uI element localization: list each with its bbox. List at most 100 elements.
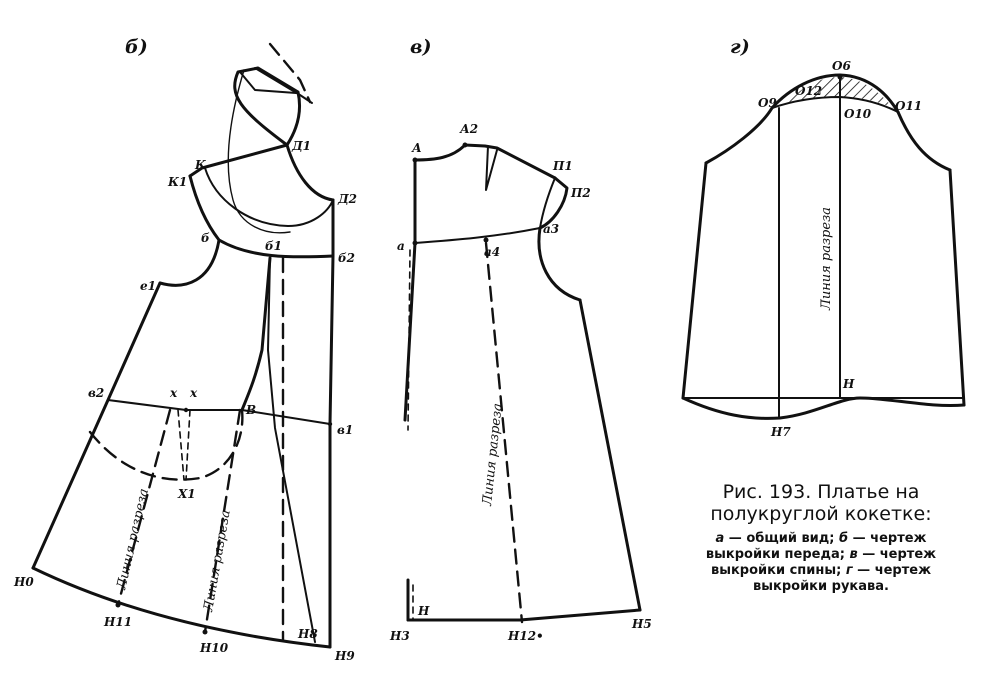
front-yoke-armhole — [188, 174, 221, 242]
figure-caption: Рис. 193. Платье на полукруглой кокетке:… — [676, 481, 966, 595]
label-o6: О6 — [832, 59, 851, 73]
label-a3: а3 — [543, 222, 559, 236]
legend-key-g: г — [845, 563, 853, 578]
caption-title-1: Рис. 193. Платье на — [722, 481, 920, 503]
back-neckline — [413, 143, 467, 162]
label-o9: О9 — [758, 96, 777, 110]
back-cut-line — [484, 241, 524, 624]
caption-legend-line-2: выкройки переда; в — чертеж — [676, 547, 966, 563]
back-pattern — [403, 142, 642, 624]
legend-key-a: а — [715, 531, 725, 546]
back-shoulder — [463, 143, 557, 180]
front-pattern — [31, 42, 335, 649]
panel-label-v: в) — [410, 36, 431, 58]
front-hem — [31, 566, 332, 649]
label-h12: Н12• — [507, 629, 544, 643]
front-collar — [233, 66, 302, 147]
label-h7: Н7 — [770, 425, 791, 439]
label-o12: О12 — [795, 84, 822, 98]
sleeve-left-seam — [681, 161, 708, 400]
label-b2: б2 — [338, 251, 355, 265]
point-a-lower — [412, 240, 418, 246]
front-neckline — [285, 143, 335, 202]
back-yoke-inner — [539, 177, 556, 229]
back-center-line — [403, 241, 417, 422]
label-x1: Х1 — [177, 487, 196, 501]
front-collar-dash — [268, 42, 312, 104]
back-cut-line-label: Линия разреза — [480, 402, 506, 507]
label-p2: П2 — [570, 186, 591, 200]
point-a2 — [462, 142, 468, 148]
sleeve-cap-left — [704, 106, 774, 165]
legend-text-a: — общий вид; — [724, 531, 840, 546]
legend-text-b: — чертеж — [848, 531, 927, 546]
legend-key-v: в — [849, 547, 858, 562]
label-h-back: Н — [417, 604, 430, 618]
front-shoulder — [188, 143, 289, 178]
label-d2: Д2 — [337, 192, 357, 206]
front-center-inner — [267, 257, 316, 643]
panel-label-g: г) — [730, 36, 750, 58]
back-labels: в) А А2 П1 П2 а а4 а3 Н Н3 Н12• Н5 Линия… — [389, 36, 652, 643]
back-shoulder-dart — [485, 145, 498, 191]
point-v1 — [327, 421, 333, 427]
label-d1: Д1 — [291, 139, 311, 153]
front-dart-leg-right — [185, 409, 191, 481]
point-o6 — [837, 74, 843, 80]
label-x-left: х — [169, 386, 178, 400]
label-h0: Н0 — [13, 575, 34, 589]
caption-legend-line-1: а — общий вид; б — чертеж — [676, 531, 966, 547]
label-v-bust: В — [245, 403, 256, 417]
point-h10 — [202, 629, 208, 635]
legend-text-g: — чертеж — [852, 563, 932, 578]
back-yoke-armhole — [538, 176, 569, 230]
caption-legend: а — общий вид; б — чертеж выкройки перед… — [676, 531, 966, 595]
front-cut-line-label-1: Линия разреза — [114, 487, 152, 592]
legend-text-v: — чертеж — [857, 547, 937, 562]
front-armhole-lower — [158, 238, 221, 287]
label-a-lower: а — [397, 239, 405, 253]
label-o11: О11 — [895, 99, 922, 113]
point-h11 — [115, 602, 121, 608]
label-h8: Н8 — [297, 627, 318, 641]
back-center-dash — [407, 249, 411, 431]
label-h11: Н11 — [103, 615, 132, 629]
label-p1: П1 — [552, 159, 573, 173]
sleeve-cut-line-label: Линия разреза — [819, 207, 834, 311]
label-b: б — [201, 231, 210, 245]
back-side-seam — [578, 298, 642, 612]
legend-text-front: выкройки переда; — [705, 547, 850, 562]
label-v2: в2 — [88, 386, 104, 400]
label-o10: О10 — [844, 107, 872, 121]
label-x-right: х — [189, 386, 198, 400]
front-yoke-neck — [204, 167, 334, 227]
label-a-top: А — [411, 141, 422, 155]
label-a2: А2 — [459, 122, 478, 136]
front-dart-leg-left — [177, 409, 185, 481]
back-hem — [406, 608, 642, 622]
back-yoke-line — [414, 227, 541, 244]
back-armhole — [537, 226, 582, 302]
label-a4: а4 — [484, 245, 500, 259]
legend-key-b: б — [839, 531, 849, 546]
label-h3: Н3 — [389, 629, 410, 643]
label-k: К — [194, 158, 207, 172]
label-h9: Н9 — [334, 649, 355, 663]
label-b1: б1 — [265, 239, 282, 253]
label-h10: Н10 — [199, 641, 229, 655]
label-h5: Н5 — [631, 617, 652, 631]
label-v1: в1 — [337, 423, 353, 437]
point-a4 — [483, 237, 489, 243]
sleeve-labels: г) О6 О12 О9 О10 О11 Н Н7 Линия разреза — [730, 36, 922, 439]
label-e1: е1 — [140, 279, 156, 293]
front-cut-line-1 — [116, 408, 172, 607]
front-center-line — [328, 198, 335, 649]
panel-label-b: б) — [125, 36, 148, 58]
front-collar-fold — [227, 69, 291, 234]
front-cut-line-2 — [203, 408, 242, 634]
front-armhole-side — [240, 256, 272, 412]
sleeve-bottom-curve — [681, 396, 966, 420]
point-a — [412, 157, 418, 163]
front-collar-inner — [239, 71, 297, 94]
